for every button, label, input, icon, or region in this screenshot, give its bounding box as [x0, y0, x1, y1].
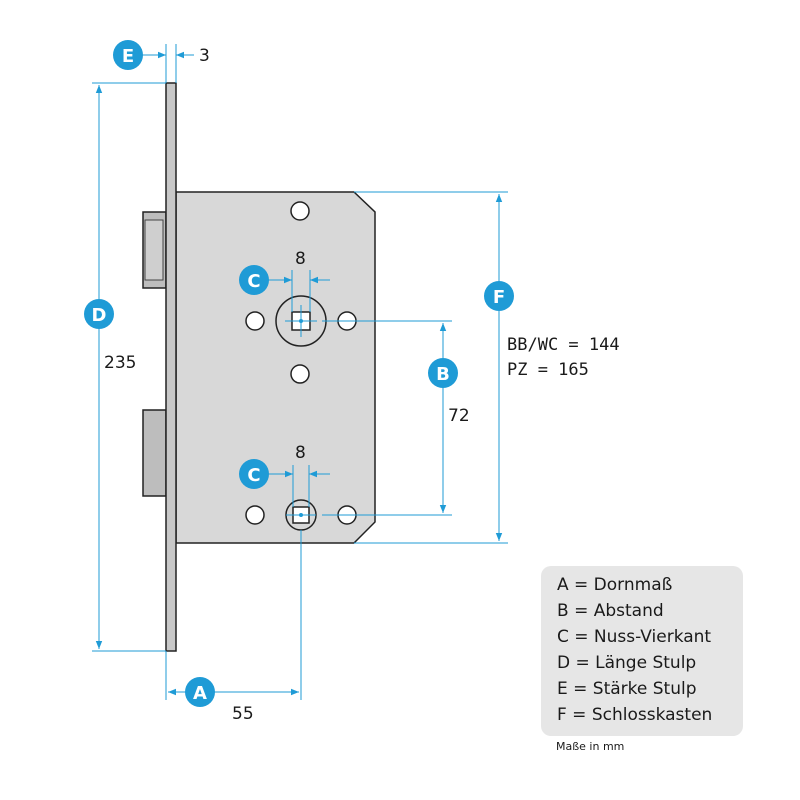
svg-text:C: C — [247, 271, 260, 292]
legend-item-a: A = Dornmaß — [557, 575, 673, 595]
badge-e: E — [113, 40, 143, 70]
legend-item-f: F = Schlosskasten — [557, 705, 713, 725]
a-value: 55 — [232, 704, 254, 724]
e-value: 3 — [199, 46, 210, 66]
svg-text:C: C — [247, 465, 260, 486]
b-value: 72 — [448, 406, 470, 426]
legend-item-d: D = Länge Stulp — [557, 653, 697, 673]
dimension-c-upper: 8 — [266, 249, 330, 312]
legend-box: A = Dornmaß B = Abstand C = Nuss-Vierkan… — [541, 566, 743, 736]
svg-text:A: A — [193, 683, 207, 704]
svg-text:D: D — [92, 305, 107, 326]
dimension-f: BB/WC = 144 PZ = 165 — [354, 191, 620, 544]
badge-f: F — [484, 281, 514, 311]
badge-c-upper: C — [239, 265, 269, 295]
centre-marks — [285, 305, 317, 517]
f-line-1: BB/WC = 144 — [507, 335, 620, 355]
lock-case — [175, 191, 376, 544]
units-note: Maße in mm — [556, 740, 625, 753]
faceplate — [165, 82, 177, 652]
c1-value: 8 — [295, 249, 306, 269]
badge-d: D — [84, 299, 114, 329]
c2-value: 8 — [295, 443, 306, 463]
badge-b: B — [428, 358, 458, 388]
dimension-c-lower: 8 — [267, 443, 330, 507]
legend-item-e: E = Stärke Stulp — [557, 679, 697, 699]
svg-text:E: E — [122, 46, 134, 67]
dimension-e: 3 — [140, 44, 210, 83]
f-line-2: PZ = 165 — [507, 360, 589, 380]
latch-bolt-inner — [144, 219, 164, 281]
legend-item-c: C = Nuss-Vierkant — [557, 627, 712, 647]
svg-text:B: B — [436, 364, 450, 385]
badge-c-lower: C — [239, 459, 269, 489]
d-value: 235 — [104, 353, 136, 373]
mounting-hole — [290, 201, 310, 221]
dead-bolt — [142, 409, 167, 497]
mounting-hole — [290, 364, 310, 384]
badge-a: A — [185, 677, 215, 707]
mounting-hole — [245, 505, 265, 525]
legend-item-b: B = Abstand — [557, 601, 664, 621]
mounting-hole — [245, 311, 265, 331]
svg-text:F: F — [493, 287, 505, 308]
dimension-d: 235 — [92, 82, 166, 652]
